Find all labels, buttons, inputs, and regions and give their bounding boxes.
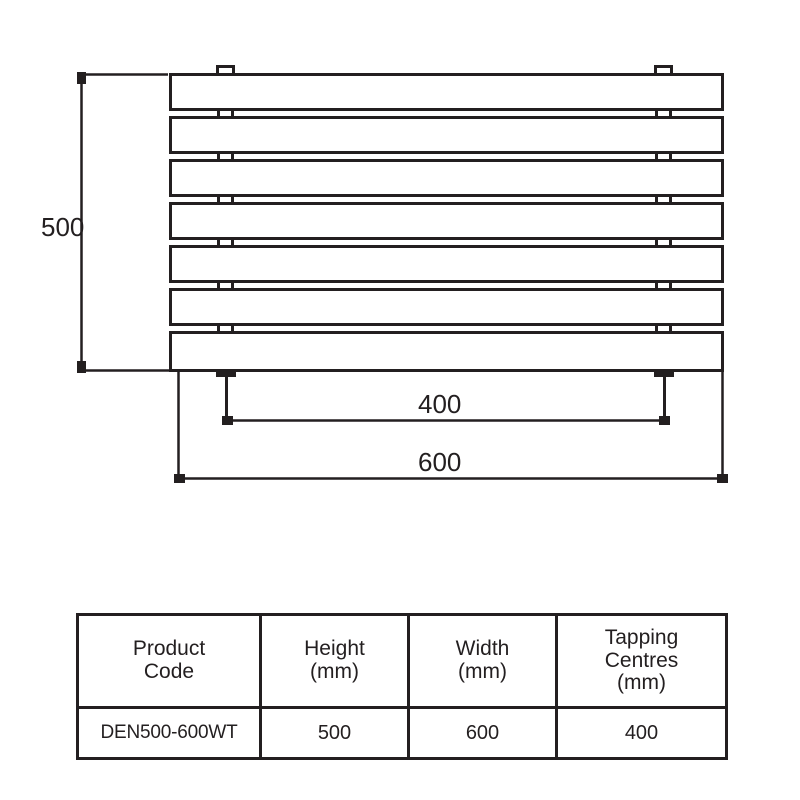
radiator-panel-6 — [169, 288, 724, 326]
width-arrow-right — [717, 474, 728, 483]
connector-tab-right-2 — [655, 151, 672, 162]
height-dimension-label: 500 — [41, 212, 84, 242]
column-header-product-code: Product Code — [76, 613, 262, 709]
header-line-1: Product — [132, 637, 206, 661]
column-header-width: Width (mm) — [407, 613, 558, 709]
connector-tab-right-3 — [655, 194, 672, 205]
connector-tab-right-5 — [655, 280, 672, 291]
bottom-tapping-tab-left — [216, 370, 236, 377]
top-tapping-tab-right — [654, 65, 673, 76]
header-line-2: Centres — [604, 648, 679, 672]
table-row: DEN500-600WT 500 600 400 — [76, 706, 728, 760]
table-header-row: Product Code Height (mm) Width (mm) Tapp… — [76, 613, 728, 709]
tapping-centres-dimension-400 — [222, 374, 670, 425]
connector-tab-left-4 — [217, 237, 234, 248]
radiator-panel-3 — [169, 159, 724, 197]
panel-connector-tabs — [217, 108, 672, 334]
width-arrow-left — [174, 474, 185, 483]
cell-height: 500 — [259, 706, 410, 760]
top-tapping-tabs — [216, 65, 673, 76]
connector-tab-left-2 — [217, 151, 234, 162]
header-line-1: Width — [455, 637, 510, 661]
top-tapping-tab-left — [216, 65, 235, 76]
height-arrow-bottom — [77, 361, 86, 373]
connector-tab-left-6 — [217, 323, 234, 334]
radiator-panel-2 — [169, 116, 724, 154]
column-header-tapping-centres: Tapping Centres (mm) — [555, 613, 728, 709]
tapping-arrow-right — [659, 416, 670, 425]
height-dimension-500 — [77, 72, 205, 373]
cell-product-code: DEN500-600WT — [76, 706, 262, 760]
header-line-2: Code — [143, 660, 195, 683]
width-dimension-600 — [174, 372, 728, 483]
radiator-panel-5 — [169, 245, 724, 283]
radiator-panel-1 — [169, 73, 724, 111]
radiator-panel-7 — [169, 331, 724, 372]
header-line-3: (mm) — [617, 671, 666, 695]
connector-tab-left-1 — [217, 108, 234, 119]
height-arrow-top — [77, 72, 86, 84]
column-header-height: Height (mm) — [259, 613, 410, 709]
specification-table: Product Code Height (mm) Width (mm) Tapp… — [76, 613, 728, 760]
radiator-panels — [169, 73, 724, 372]
cell-tapping-centres: 400 — [555, 706, 728, 760]
header-line-2: (mm) — [310, 660, 359, 683]
width-dimension-label: 600 — [418, 447, 461, 477]
tapping-centres-dimension-label: 400 — [418, 389, 461, 419]
connector-tab-right-6 — [655, 323, 672, 334]
bottom-tapping-tab-right — [654, 370, 674, 377]
cell-width: 600 — [407, 706, 558, 760]
header-line-1: Height — [304, 637, 365, 661]
connector-tab-left-5 — [217, 280, 234, 291]
header-line-2: (mm) — [458, 660, 507, 683]
radiator-panel-4 — [169, 202, 724, 240]
connector-tab-right-1 — [655, 108, 672, 119]
bottom-tapping-connections — [216, 370, 674, 377]
connector-tab-right-4 — [655, 237, 672, 248]
header-line-1: Tapping — [604, 625, 679, 649]
connector-tab-left-3 — [217, 194, 234, 205]
tapping-arrow-left — [222, 416, 233, 425]
